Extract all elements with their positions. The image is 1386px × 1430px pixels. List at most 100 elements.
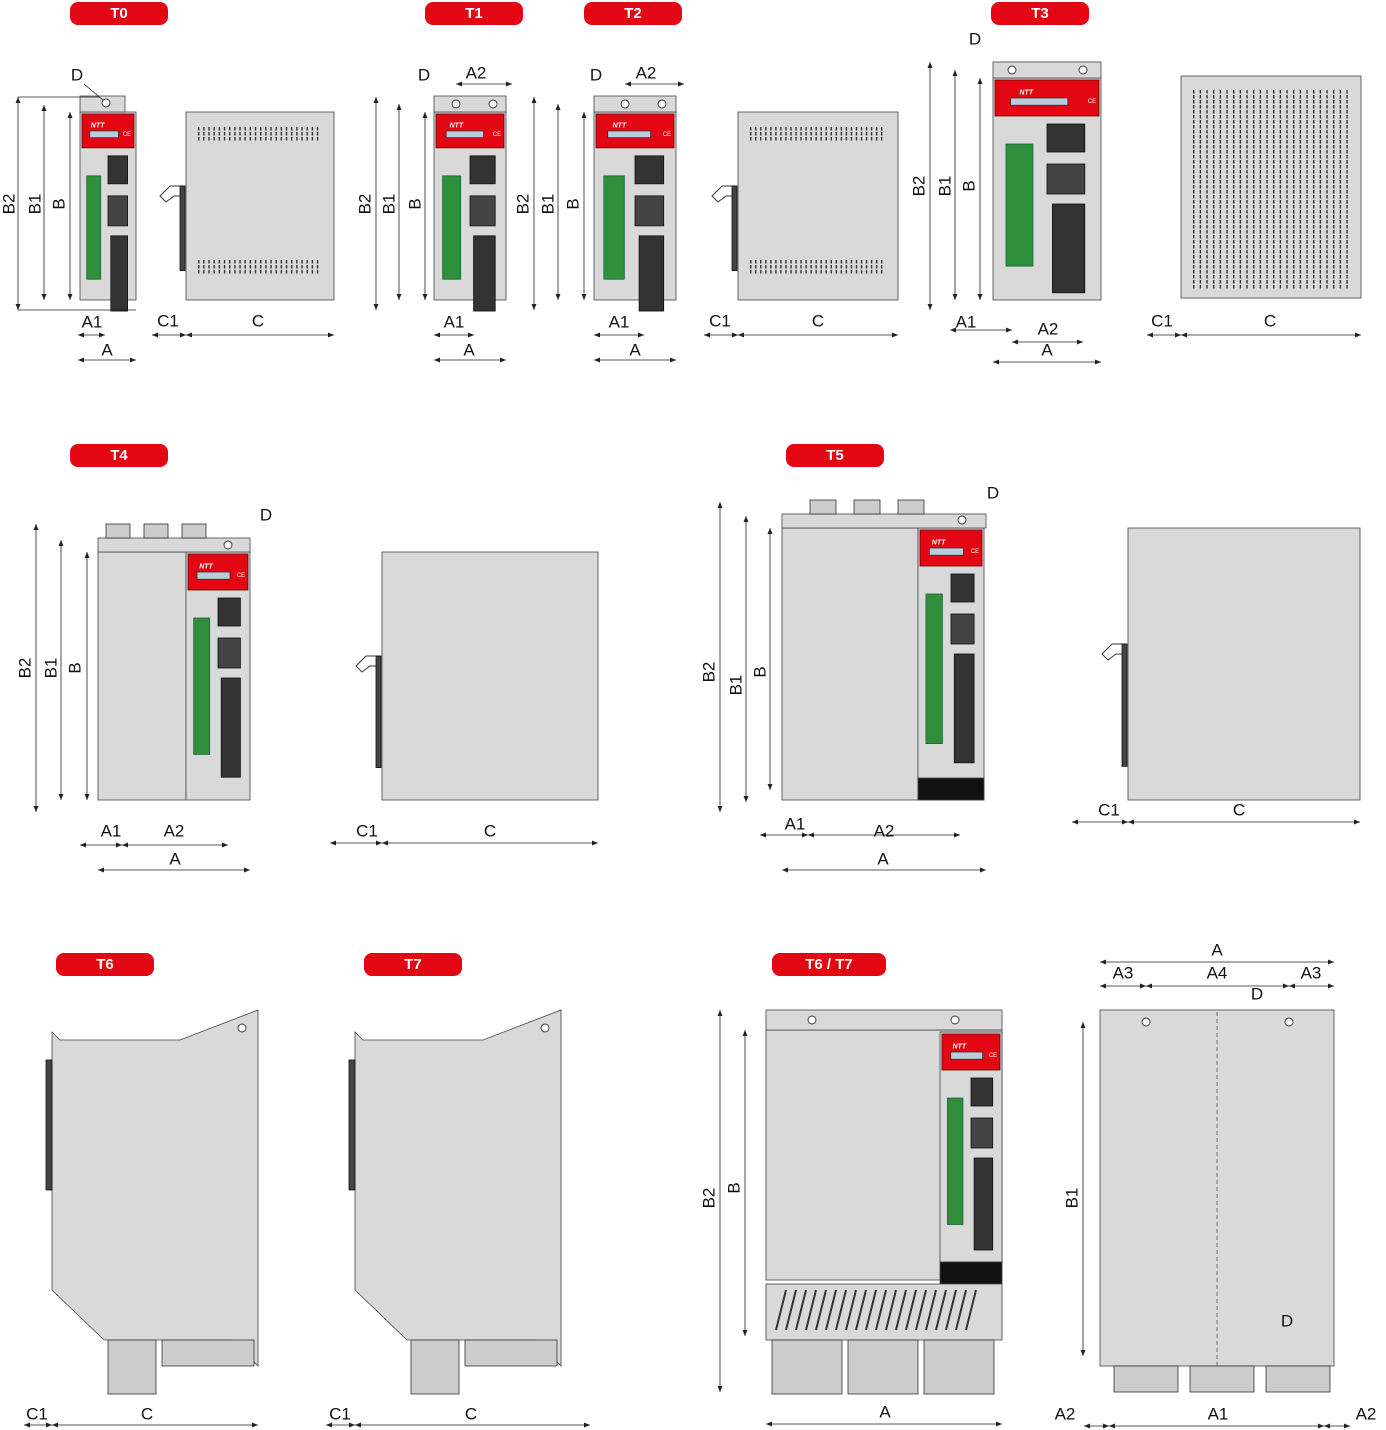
- t1-dim-b-arrow-b: [422, 294, 428, 300]
- t3-side-vents: [1213, 285, 1215, 289]
- t3-side-vents: [1266, 210, 1268, 214]
- t3-side-vents: [1333, 90, 1335, 94]
- t0-mount-hole: [101, 98, 111, 108]
- t3-side-vents: [1226, 115, 1228, 119]
- t0-side-vent-top: [311, 137, 314, 141]
- t4-dim-b-arrow-a: [84, 552, 90, 558]
- t12-side-vent-bottom: [780, 270, 782, 274]
- t3-side-vents: [1319, 95, 1322, 99]
- t3-side-vents: [1193, 215, 1195, 219]
- t3-side-vents: [1253, 240, 1255, 244]
- t1-dim-a-arrow-a: [434, 357, 440, 363]
- t2-mount-hole-l: [620, 99, 630, 109]
- t3-side-vents: [1326, 210, 1328, 214]
- t5-label-b: B: [750, 666, 769, 677]
- t12-side-vent-bottom: [835, 260, 838, 264]
- t3-side-vents: [1253, 205, 1255, 209]
- t3-side-vents: [1339, 185, 1342, 189]
- t3-side-vents: [1213, 175, 1215, 179]
- t3-side-vents: [1313, 280, 1315, 284]
- tag-t0: T0: [70, 2, 168, 25]
- t3-dim-b2-arrow-b: [927, 304, 933, 310]
- t3-side-vents: [1313, 190, 1315, 194]
- t3-side-vents: [1319, 275, 1322, 279]
- t3-side-vents: [1319, 180, 1322, 184]
- t0-side-vent-top: [296, 137, 298, 141]
- t1-front-connector-sub-d: [469, 195, 496, 227]
- t0-side-vent-top: [280, 132, 283, 136]
- t3-side-vents: [1286, 140, 1288, 144]
- t3-side-vents: [1259, 270, 1262, 274]
- t12-side-vent-top: [870, 132, 873, 136]
- t12-side-vent-top: [795, 132, 797, 136]
- t12-side-side: [737, 111, 899, 301]
- t3-side-vents: [1213, 115, 1215, 119]
- t3-side-vents: [1233, 245, 1235, 249]
- t3-side-vents: [1293, 175, 1295, 179]
- t3-side-vents: [1259, 260, 1262, 264]
- t3-side-vents: [1313, 260, 1315, 264]
- t67-control-terminal-block: [947, 1097, 964, 1225]
- t3-side-vents: [1273, 170, 1275, 174]
- t3-side-vents: [1193, 195, 1195, 199]
- t3-side-vents: [1313, 215, 1315, 219]
- t3-side-vents: [1279, 210, 1282, 214]
- t3-side-vents: [1273, 195, 1275, 199]
- t3-side-vents: [1253, 185, 1255, 189]
- t2-dim-a1-arrow-b: [638, 332, 644, 338]
- t3-side-vents: [1326, 150, 1328, 154]
- t3-side-vents: [1213, 160, 1215, 164]
- t3-side-vents: [1219, 270, 1222, 274]
- t12-side-vent-top: [785, 132, 787, 136]
- t3-side-vents: [1193, 140, 1195, 144]
- t0-side-vent-bottom: [218, 270, 221, 274]
- t3-side-vents: [1233, 195, 1235, 199]
- t3-side-vents: [1306, 110, 1308, 114]
- t3-side-vents: [1346, 235, 1348, 239]
- t3-side-vents: [1213, 110, 1215, 114]
- t67-label-a-rear: A: [1211, 940, 1223, 959]
- t3-side-vents: [1226, 280, 1228, 284]
- t0-front-connector-sub-d: [107, 195, 129, 227]
- t12-side-vent-top: [800, 137, 802, 141]
- t3-side-vents: [1273, 265, 1275, 269]
- t3-side-vents: [1233, 140, 1235, 144]
- t3-side-vents: [1279, 180, 1282, 184]
- t12-side-vent-top: [765, 137, 767, 141]
- t3-side-vents: [1319, 195, 1322, 199]
- t3-side-vents: [1299, 155, 1302, 159]
- t3-side-vents: [1239, 285, 1242, 289]
- t3-side-vents: [1333, 255, 1335, 259]
- t3-side-vents: [1306, 140, 1308, 144]
- t12-side-vent-top: [755, 132, 757, 136]
- t5-dim-b-arrow-b: [767, 784, 773, 790]
- t2-dim-a1-arrow-a: [594, 332, 600, 338]
- t5-front-connector-sub-d: [950, 613, 975, 645]
- t12-side-vent-top: [790, 137, 792, 141]
- t3-side-vents: [1306, 260, 1308, 264]
- t3-side-vents: [1193, 265, 1195, 269]
- t3-side-vents: [1199, 155, 1202, 159]
- t12-side-vent-bottom: [755, 260, 757, 264]
- t3-side-vents: [1293, 190, 1295, 194]
- t12-side-vent-bottom: [765, 265, 767, 269]
- t3-side-vents: [1219, 285, 1222, 289]
- t3-side-vents: [1239, 200, 1242, 204]
- t3-side-vents: [1286, 245, 1288, 249]
- t3-side-vents: [1226, 175, 1228, 179]
- t3-side-vents: [1246, 210, 1248, 214]
- t3-side-vents: [1206, 160, 1208, 164]
- t3-side-vents: [1306, 145, 1308, 149]
- t3-side-vents: [1313, 135, 1315, 139]
- t12-side-vent-bottom: [855, 260, 858, 264]
- t3-side-vents: [1313, 200, 1315, 204]
- t3-side-vents: [1339, 190, 1342, 194]
- t12-side-vent-top: [860, 137, 863, 141]
- t3-side-vents: [1213, 235, 1215, 239]
- t3-side-vents: [1259, 200, 1262, 204]
- t3-side-vents: [1253, 200, 1255, 204]
- t3-side-vents: [1253, 170, 1255, 174]
- t3-side-vents: [1259, 230, 1262, 234]
- t3-side-vents: [1199, 165, 1202, 169]
- t0-side-vent-bottom: [213, 270, 215, 274]
